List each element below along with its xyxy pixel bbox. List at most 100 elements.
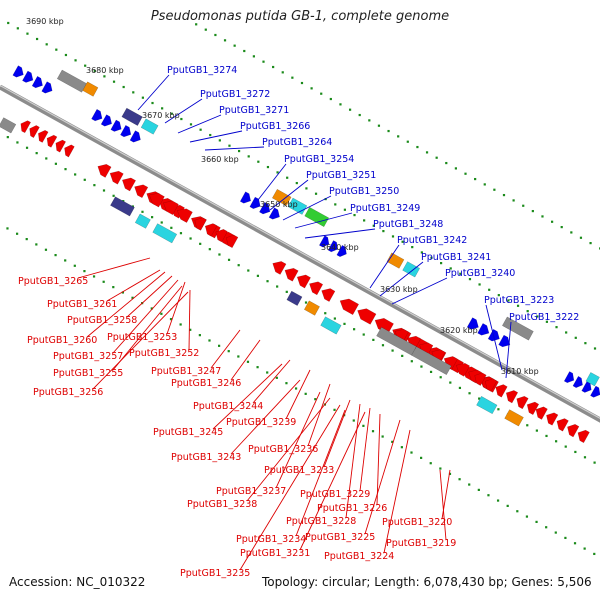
gene-label-reverse: PputGB1_3238: [187, 499, 257, 510]
tick-mark: [294, 387, 298, 390]
gene-leader-line: [252, 359, 291, 404]
tick-mark: [295, 181, 298, 185]
tick-mark: [237, 149, 241, 153]
tick-mark: [228, 144, 231, 147]
tick-mark: [401, 240, 404, 243]
tick-mark: [574, 336, 577, 339]
gene-leader-line: [86, 271, 166, 338]
gene-leader-line: [269, 179, 309, 211]
gene-label-reverse: PputGB1_3245: [153, 427, 223, 438]
cds-reverse-arrow: [272, 261, 287, 275]
gene-label-reverse: PputGB1_3253: [107, 332, 177, 343]
tick-mark: [381, 435, 384, 438]
tick-mark: [439, 467, 442, 470]
gene-leader-line: [359, 407, 371, 492]
tick-mark: [382, 229, 385, 233]
gene-leader-line: [294, 212, 353, 229]
tick-mark: [150, 216, 154, 219]
tick-mark: [573, 542, 577, 545]
tick-mark: [281, 71, 284, 74]
gene-label-reverse: PputGB1_3243: [171, 452, 241, 463]
cds-forward-arrow: [12, 65, 24, 78]
tick-mark: [102, 189, 106, 192]
tick-mark: [545, 526, 548, 529]
region-box: [110, 196, 135, 217]
gene-label-forward: PputGB1_3240: [445, 268, 515, 279]
tick-mark: [570, 231, 573, 234]
tick-mark: [536, 315, 539, 318]
tick-mark: [256, 366, 259, 369]
tick-mark: [169, 318, 173, 321]
scale-label: 3620 kbp: [440, 326, 478, 335]
tick-mark: [593, 347, 597, 350]
tick-mark: [564, 536, 567, 540]
cds-forward-arrow: [41, 81, 53, 94]
tick-mark: [84, 64, 87, 67]
gene-leader-line: [239, 404, 341, 571]
tick-mark: [160, 312, 163, 315]
tick-mark: [410, 360, 413, 363]
cds-reverse-arrow: [516, 395, 529, 410]
tick-mark: [550, 220, 554, 223]
tick-mark: [545, 320, 549, 323]
gene-label-reverse: PputGB1_3246: [171, 378, 241, 389]
tick-mark: [497, 408, 500, 411]
tick-mark: [55, 48, 58, 51]
gene-leader-line: [379, 261, 424, 297]
gene-leader-line: [391, 277, 448, 305]
tick-mark: [425, 151, 429, 154]
tick-mark: [411, 246, 414, 249]
gene-leader-line: [485, 304, 503, 371]
tick-mark: [189, 123, 193, 126]
tick-mark: [474, 177, 477, 181]
tick-mark: [103, 75, 106, 78]
tick-mark: [199, 242, 202, 245]
cds-forward-arrow: [268, 207, 280, 220]
tick-mark: [83, 178, 86, 181]
region-box: [303, 300, 320, 316]
region-box: [121, 107, 143, 126]
tick-mark: [353, 213, 356, 217]
tick-mark: [579, 236, 583, 239]
gene-label-reverse: PputGB1_3231: [240, 548, 310, 559]
cds-reverse-arrow: [535, 406, 548, 420]
tick-mark: [343, 208, 347, 211]
map-title: Pseudomonas putida GB-1, complete genome: [150, 9, 450, 24]
tick-mark: [131, 296, 134, 299]
scale-label: 3680 kbp: [86, 66, 124, 75]
gene-leader-line: [307, 383, 331, 447]
gene-label-forward: PputGB1_3251: [306, 170, 376, 181]
tick-mark: [565, 331, 568, 334]
cds-reverse-arrow: [64, 144, 75, 158]
gene-label-forward: PputGB1_3272: [200, 89, 270, 100]
tick-mark: [112, 80, 116, 83]
gene-label-reverse: PputGB1_3261: [47, 299, 117, 310]
tick-mark: [362, 333, 365, 336]
cds-reverse-arrow: [339, 298, 360, 316]
gene-leader-line: [112, 279, 179, 354]
tick-mark: [141, 96, 144, 99]
tick-mark: [45, 43, 48, 46]
cds-reverse-arrow: [309, 281, 324, 296]
tick-mark: [391, 440, 394, 443]
gene-label-forward: PputGB1_3241: [421, 252, 491, 263]
gene-label-forward: PputGB1_3250: [329, 186, 399, 197]
tick-mark: [199, 128, 202, 131]
genome-summary-text: Topology: circular; Length: 6,078,430 bp…: [262, 575, 592, 589]
region-box: [56, 69, 87, 93]
cds-reverse-arrow: [121, 177, 137, 192]
tick-mark: [593, 552, 596, 556]
region-box: [402, 261, 421, 278]
gene-label-reverse: PputGB1_3225: [305, 532, 375, 543]
tick-mark: [198, 334, 201, 337]
cds-reverse-arrow: [357, 308, 377, 325]
cds-reverse-arrow: [134, 184, 149, 199]
cds-forward-arrow: [239, 191, 251, 204]
gene-leader-line: [137, 74, 170, 111]
cds-forward-arrow: [327, 240, 338, 253]
tick-mark: [204, 28, 207, 31]
tick-mark: [64, 53, 68, 57]
tick-mark: [468, 483, 471, 486]
region-box: [82, 81, 99, 97]
gene-label-reverse: PputGB1_3219: [386, 538, 456, 549]
